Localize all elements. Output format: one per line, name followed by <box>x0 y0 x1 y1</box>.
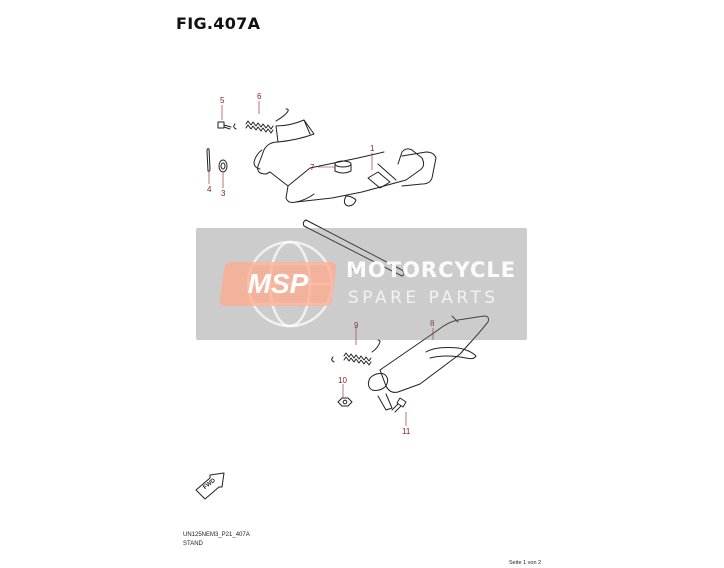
spring-icon <box>233 108 289 134</box>
callout-1: 1 <box>370 144 375 153</box>
callout-4: 4 <box>207 185 212 194</box>
cotter-pin-icon <box>206 148 211 172</box>
side-stand-icon <box>367 315 489 411</box>
footer-description: STAND <box>183 541 203 547</box>
watermark-logo: MSP <box>247 268 309 299</box>
bolt-icon <box>217 121 232 130</box>
callout-10: 10 <box>338 376 347 385</box>
footer-code: UN125NEM3_P21_407A <box>183 532 250 538</box>
stopper-rubber-icon <box>334 160 352 174</box>
spring-icon <box>331 339 381 366</box>
washer-icon <box>218 159 228 173</box>
fwd-arrow-icon <box>195 472 225 500</box>
watermark-subtitle: SPARE PARTS <box>348 288 499 308</box>
figure-title: FIG.407A <box>176 14 261 33</box>
main-stand-icon <box>253 119 437 207</box>
footer-page: Seite 1 von 2 <box>509 560 542 566</box>
callout-11: 11 <box>402 427 411 436</box>
callout-8: 8 <box>430 319 435 328</box>
callout-3: 3 <box>221 189 226 198</box>
callout-9: 9 <box>354 321 359 330</box>
nut-icon <box>337 397 353 407</box>
callout-6: 6 <box>257 92 262 101</box>
bolt-icon <box>391 397 407 413</box>
callout-2: 2 <box>349 263 354 272</box>
pin-shaft-icon <box>302 219 405 277</box>
callout-7: 7 <box>310 163 315 172</box>
watermark-title: MOTORCYCLE <box>346 258 517 282</box>
callout-5: 5 <box>220 96 225 105</box>
